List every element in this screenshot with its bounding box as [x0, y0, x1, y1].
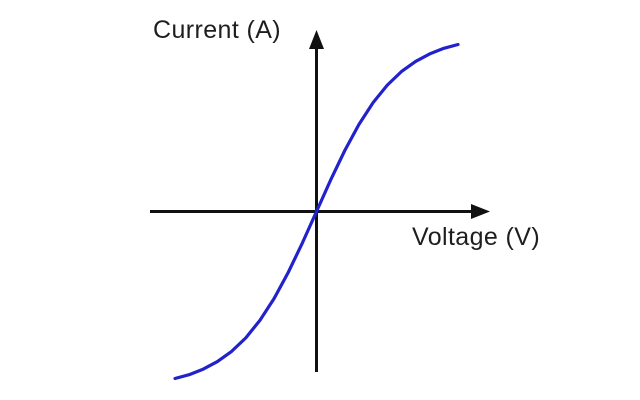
iv-curve	[173, 42, 460, 381]
y-axis-label: Current (A)	[153, 16, 282, 44]
x-axis-label: Voltage (V)	[412, 223, 541, 251]
y-axis-arrowhead	[309, 30, 324, 49]
x-axis-arrowhead	[471, 204, 490, 219]
